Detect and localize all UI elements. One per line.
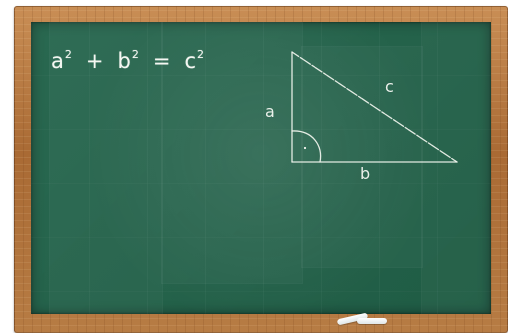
board-texture xyxy=(31,22,491,314)
pythagorean-equation: a2+b2=c2 xyxy=(51,48,204,73)
side-c-label: c xyxy=(385,77,394,96)
exponent-c: 2 xyxy=(196,48,204,61)
exponent-a: 2 xyxy=(64,48,72,61)
term-b: b xyxy=(117,49,131,73)
right-angle-dot xyxy=(303,146,307,150)
side-a-label: a xyxy=(265,102,275,121)
right-angle-arc xyxy=(291,130,322,163)
right-triangle-diagram: a b c xyxy=(265,51,458,183)
side-b-label: b xyxy=(360,164,370,183)
equals-sign: = xyxy=(152,49,171,73)
plus-sign: + xyxy=(85,49,104,73)
triangle-side-c xyxy=(291,51,458,163)
chalk-stick xyxy=(357,318,387,324)
chalkboard: a2+b2=c2 a b c xyxy=(31,22,491,314)
exponent-b: 2 xyxy=(131,48,139,61)
term-c: c xyxy=(184,49,196,73)
term-a: a xyxy=(51,49,64,73)
